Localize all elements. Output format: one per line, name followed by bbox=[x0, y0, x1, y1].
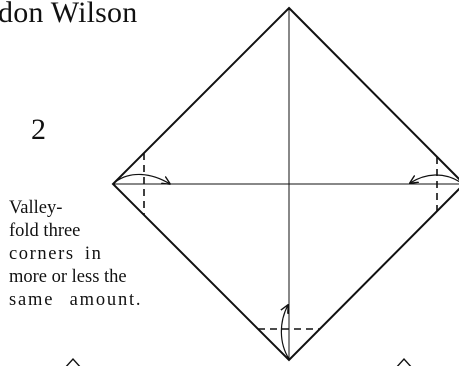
instruction-line: same amount. bbox=[9, 290, 143, 310]
fold-arrow-left-icon bbox=[113, 173, 170, 184]
instruction-line: fold three bbox=[9, 221, 81, 241]
instruction-line: corners in bbox=[9, 244, 103, 264]
instruction-line: Valley- bbox=[9, 198, 63, 218]
step-number: 2 bbox=[31, 113, 46, 146]
next-step-arrow-right-icon bbox=[396, 357, 412, 366]
fold-arrow-bottom-icon bbox=[281, 305, 290, 360]
next-step-arrow-left-icon bbox=[65, 357, 81, 366]
instruction-text: Valley- fold three corners in more or le… bbox=[9, 197, 165, 312]
instruction-line: more or less the bbox=[9, 267, 127, 287]
fold-arrow-right-icon bbox=[410, 174, 459, 183]
author-name: don Wilson bbox=[0, 0, 138, 29]
